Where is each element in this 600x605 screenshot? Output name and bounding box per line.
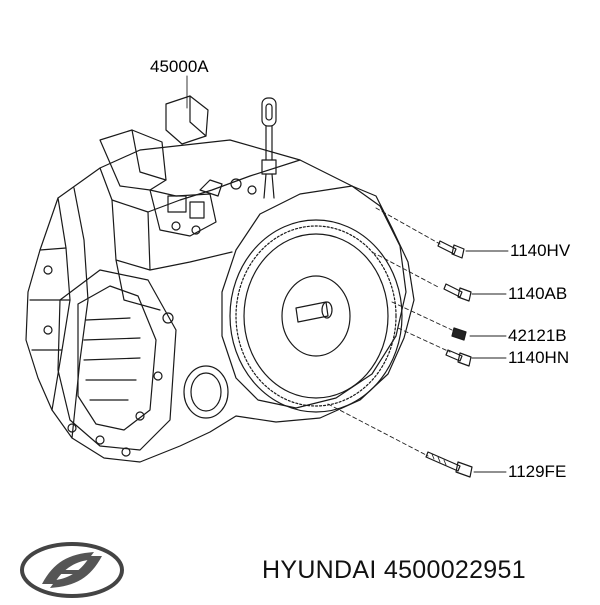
callout-bolt-2: 1140AB (508, 284, 568, 303)
hyundai-logo-icon (20, 542, 124, 598)
bolt-1129fe-icon (425, 451, 473, 478)
callout-bolt-3: 1140HN (508, 348, 570, 367)
dowel-42121b-icon (451, 327, 467, 341)
leader-bolt-1-dash (375, 207, 441, 245)
callout-bolt-4: 1129FE (508, 462, 567, 481)
torque-converter (229, 219, 403, 413)
callout-assembly: 45000A (150, 57, 209, 76)
bolt-1140ab-icon (443, 283, 472, 302)
leader-lines (186, 75, 509, 473)
callout-dowel: 42121B (508, 326, 567, 345)
leader-bolt-3-dash (397, 327, 451, 353)
bolt-1140hv-icon (437, 240, 465, 259)
transaxle-housing (25, 139, 415, 463)
dipstick-icon (261, 97, 277, 199)
footer-brand-part: HYUNDAI 4500022951 (262, 556, 526, 585)
leader-bolt-2-dash (371, 251, 441, 289)
callout-bolt-1: 1140HV (510, 241, 571, 260)
bolt-1140hn-icon (445, 349, 472, 367)
footer-brand: HYUNDAI (262, 556, 377, 584)
footer-part-number: 4500022951 (383, 556, 526, 584)
mount-bracket (99, 95, 217, 237)
leader-bolt-4-dash (327, 403, 429, 457)
